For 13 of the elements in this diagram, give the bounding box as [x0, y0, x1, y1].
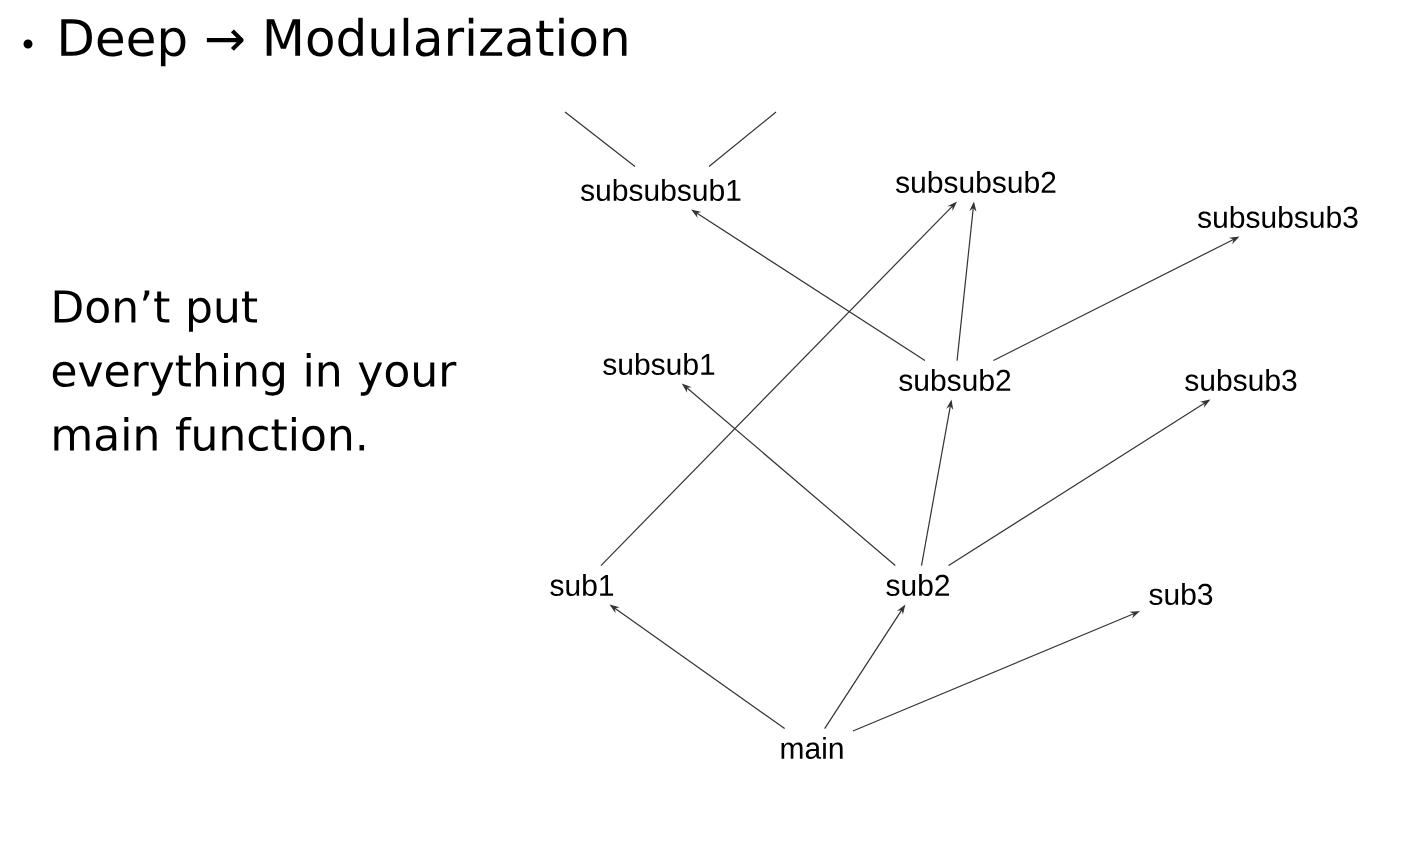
- node-label: subsubsub3: [1197, 206, 1358, 228]
- node-label: main: [781, 737, 843, 759]
- arrow: [691, 209, 926, 362]
- node-label: subsubsub1: [580, 179, 741, 201]
- note-text: Don’t put everything in your main function.: [52, 290, 457, 452]
- node-label: sub2: [886, 574, 950, 596]
- node-label: subsubsub2: [895, 171, 1056, 193]
- node-label: sub3: [1149, 583, 1213, 605]
- node-label: subsub2: [899, 369, 1011, 391]
- title: Deep → Modularization: [61, 17, 627, 67]
- node-label: sub1: [550, 574, 614, 596]
- node-label: subsub1: [603, 353, 715, 375]
- node-label: subsub3: [1185, 369, 1297, 391]
